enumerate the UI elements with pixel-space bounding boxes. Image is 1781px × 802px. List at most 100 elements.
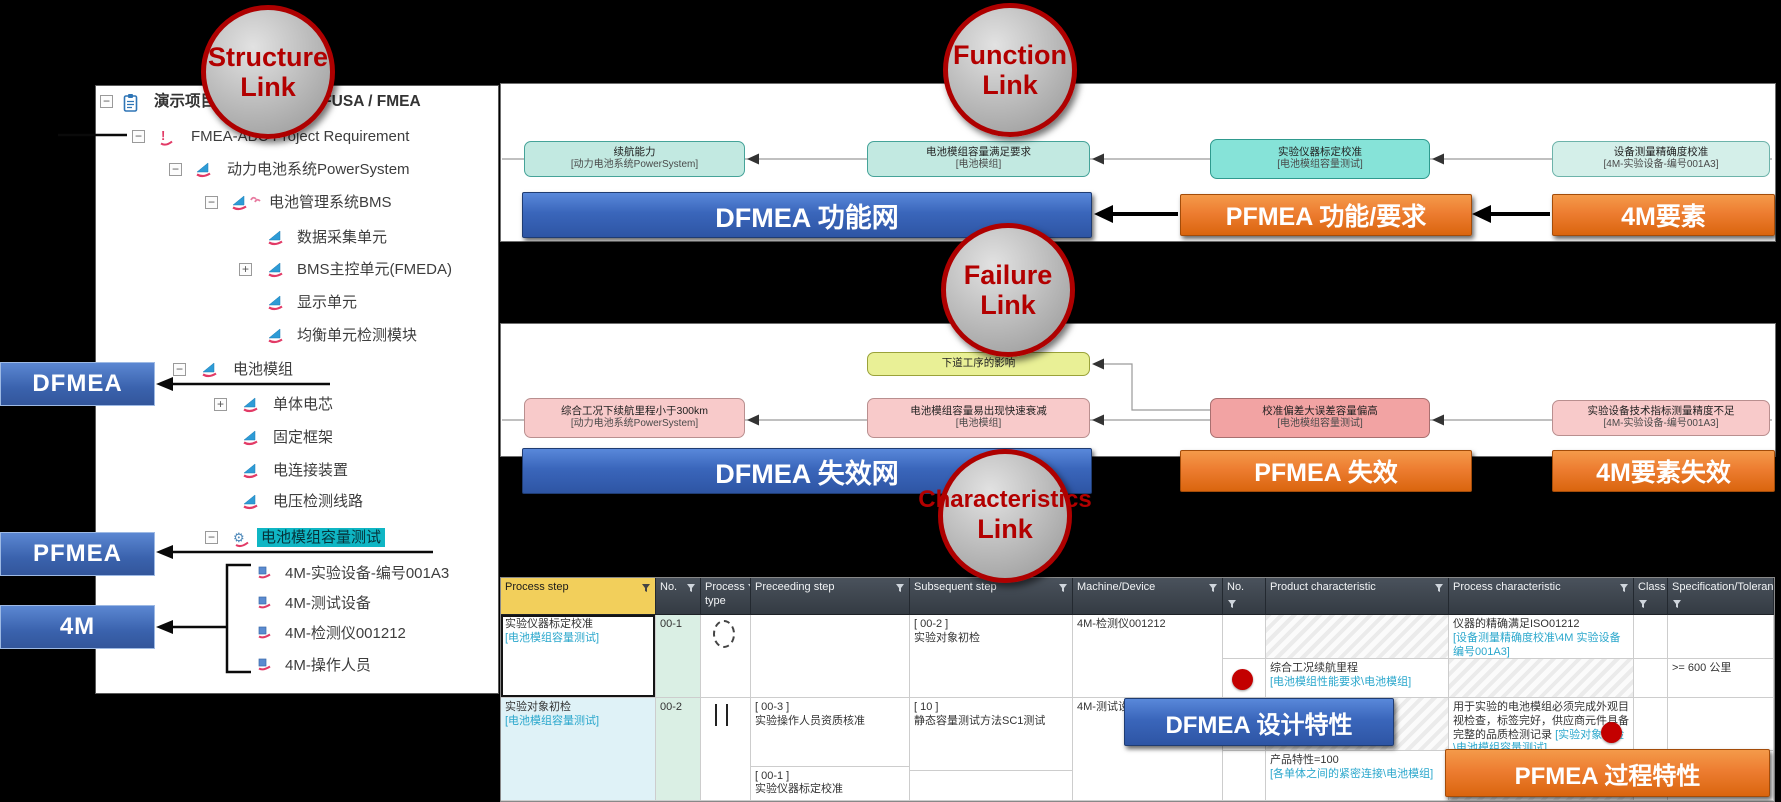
collapse-toggle[interactable]: − (132, 130, 145, 143)
tree-item-cell[interactable]: + 单体电芯 (96, 394, 498, 416)
failure-box-range[interactable]: 综合工况下续航里程小于300km [动力电池系统PowerSystem] (524, 398, 745, 438)
header-no[interactable]: No. (656, 578, 701, 615)
cell-spec-2a[interactable] (1668, 698, 1774, 751)
tree-item-connector[interactable]: 电连接装置 (96, 460, 498, 482)
header-machine-device[interactable]: Machine/Device (1073, 578, 1223, 615)
cell-spec-2b[interactable] (1668, 751, 1774, 801)
tree-item-display-unit[interactable]: 显示单元 (96, 292, 498, 314)
cell-preceding-1[interactable] (751, 615, 910, 698)
cell-class-2a[interactable] (1634, 698, 1668, 751)
filter-icon[interactable] (1058, 583, 1068, 593)
failure-name: 校准偏差大误差容量偏高 (1262, 405, 1378, 418)
cell-class-1a[interactable] (1634, 615, 1668, 659)
cell-no-1[interactable]: 00-1 (656, 615, 701, 698)
step-name: 实验操作人员资质核准 (755, 714, 865, 727)
tree-item-4m-detector[interactable]: 4M-检测仪001212 (96, 623, 498, 645)
filter-icon[interactable] (747, 583, 751, 593)
cell-product-char-2b[interactable]: 产品特性=100 [各单体之间的紧密连接\电池模组] (1266, 751, 1449, 801)
collapse-toggle[interactable]: − (205, 196, 218, 209)
cell-char-no-2b[interactable] (1223, 751, 1266, 801)
cell-process-type-2[interactable] (701, 698, 751, 801)
step-ref: [ 10 ] (914, 701, 939, 713)
cell-process-char-1b[interactable] (1449, 659, 1634, 698)
failure-effect-box[interactable]: 下道工序的影响 (867, 352, 1090, 376)
step-location-link[interactable]: [电池模组容量测试] (505, 714, 600, 727)
expand-toggle[interactable]: + (214, 398, 227, 411)
function-box-module-capacity[interactable]: 电池模组容量满足要求 [电池模组] (867, 141, 1090, 177)
cell-class-1b[interactable] (1634, 659, 1668, 698)
expand-toggle[interactable]: + (239, 263, 252, 276)
filter-icon[interactable] (1208, 583, 1218, 593)
cell-product-char-1a[interactable] (1266, 615, 1449, 659)
cell-char-no-1b[interactable] (1223, 659, 1266, 698)
tree-item-4m-lab-equipment[interactable]: 4M-实验设备-编号001A3 (96, 563, 498, 585)
failure-name: 综合工况下续航里程小于300km (560, 405, 708, 418)
cell-machine-1[interactable]: 4M-检测仪001212 (1073, 615, 1223, 698)
cell-preceding-2[interactable]: [ 00-3 ] 实验操作人员资质核准 [ 00-1 ] 实验仪器标定校准 (751, 698, 910, 801)
function-location: [电池模组容量测试] (1277, 159, 1363, 171)
product-characteristic-link[interactable]: [电池模组性能要求\电池模组] (1270, 675, 1412, 688)
process-flow-table: Process step No. Process type Preceeding… (500, 577, 1775, 802)
tree-item-capacity-test[interactable]: − ⚙ 电池模组容量测试 (96, 527, 498, 549)
function-box-equipment-accuracy[interactable]: 设备测量精确度校准 [4M-实验设备-编号001A3] (1552, 141, 1770, 177)
cell-process-type-1[interactable] (701, 615, 751, 698)
failure-box-capacity-decay[interactable]: 电池模组容量易出现快速衰减 [电池模组] (867, 398, 1090, 438)
tree-item-powersystem[interactable]: − 动力电池系统PowerSystem (96, 159, 498, 181)
cell-step-2[interactable]: 实验对象初检 [电池模组容量测试] (501, 698, 656, 801)
filter-icon[interactable] (1227, 599, 1237, 609)
collapse-toggle[interactable]: − (205, 531, 218, 544)
header-process-characteristic[interactable]: Process characteristic (1449, 578, 1634, 615)
header-subsequent-step[interactable]: Subsequent step (910, 578, 1073, 615)
header-preceeding-step[interactable]: Preceeding step (751, 578, 910, 615)
tree-item-4m-operator[interactable]: 4M-操作人员 (96, 655, 498, 677)
cell-char-no-1a[interactable] (1223, 615, 1266, 659)
filter-icon[interactable] (1619, 583, 1629, 593)
header-process-step[interactable]: Process step (501, 578, 656, 615)
filter-icon[interactable] (1638, 599, 1648, 609)
header-no-2[interactable]: No. (1223, 578, 1266, 615)
badge-line2: Link (977, 514, 1033, 545)
filter-icon[interactable] (1672, 599, 1682, 609)
tree-item-voltage-line[interactable]: 电压检测线路 (96, 491, 498, 513)
cell-step-1[interactable]: 实验仪器标定校准 [电池模组容量测试] (501, 615, 656, 698)
cell-subsequent-2[interactable]: [ 10 ] 静态容量测试方法SC1测试 (910, 698, 1073, 801)
step-ref: [ 00-1 ] (755, 769, 790, 782)
tree-item-4m-test-equipment[interactable]: 4M-测试设备 (96, 593, 498, 615)
failure-box-calibration-deviation[interactable]: 校准偏差大误差容量偏高 [电池模组容量测试] (1210, 398, 1430, 438)
function-box-calibration[interactable]: 实验仪器标定校准 [电池模组容量测试] (1210, 139, 1430, 179)
header-class[interactable]: Class (1634, 578, 1668, 615)
cell-product-char-1b[interactable]: 综合工况续航里程 [电池模组性能要求\电池模组] (1266, 659, 1449, 698)
failure-box-equipment-accuracy[interactable]: 实验设备技术指标测量精度不足 [4M-实验设备-编号001A3] (1552, 400, 1770, 436)
process-characteristic-link[interactable]: [设备测量精确度校准\4M 实验设备 编号001A3] (1453, 631, 1621, 658)
tree-item-battery-module[interactable]: − 电池模组 (96, 359, 498, 381)
svg-text:!: ! (161, 128, 165, 143)
step-location-link[interactable]: [电池模组容量测试] (505, 631, 600, 644)
filter-icon[interactable] (641, 583, 651, 593)
cell-spec-1a[interactable] (1668, 615, 1774, 659)
header-specification-tolerance[interactable]: Specification/Tolerance (1668, 578, 1774, 615)
cell-process-char-2a[interactable]: 用于实验的电池模组必须完成外观目视检查，标签完好，供应商元件具备完整的品质检测记… (1449, 698, 1634, 751)
collapse-toggle[interactable]: − (169, 163, 182, 176)
tree-item-balance-module[interactable]: 均衡单元检测模块 (96, 325, 498, 347)
tree-item-frame[interactable]: 固定框架 (96, 427, 498, 449)
function-box-endurance[interactable]: 续航能力 [动力电池系统PowerSystem] (524, 141, 745, 177)
cell-no-2[interactable]: 00-2 (656, 698, 701, 801)
filter-icon[interactable] (1434, 583, 1444, 593)
cell-process-char-1a[interactable]: 仪器的精确满足ISO01212 [设备测量精确度校准\4M 实验设备 编号001… (1449, 615, 1634, 659)
banner-pfmea-process-characteristic: PFMEA 过程特性 (1445, 749, 1770, 797)
tree-item-bms[interactable]: − 电池管理系统BMS (96, 192, 498, 214)
tree-item-data-unit[interactable]: 数据采集单元 (96, 227, 498, 249)
tree-item-bms-main[interactable]: + BMS主控单元(FMEDA) (96, 259, 498, 281)
filter-icon[interactable] (686, 583, 696, 593)
collapse-toggle[interactable]: − (100, 95, 113, 108)
cell-spec-1b[interactable]: >= 600 公里 (1668, 659, 1774, 698)
header-product-characteristic[interactable]: Product characteristic (1266, 578, 1449, 615)
collapse-toggle[interactable]: − (173, 363, 186, 376)
failure-name: 实验设备技术指标测量精度不足 (1587, 405, 1735, 418)
failure-effect-label: 下道工序的影响 (941, 357, 1016, 370)
header-process-type[interactable]: Process type (701, 578, 751, 615)
product-characteristic-link[interactable]: [各单体之间的紧密连接\电池模组] (1270, 767, 1434, 780)
filter-icon[interactable] (895, 583, 905, 593)
process-type-circle-symbol (713, 620, 735, 648)
cell-subsequent-1[interactable]: [ 00-2 ] 实验对象初检 (910, 615, 1073, 698)
